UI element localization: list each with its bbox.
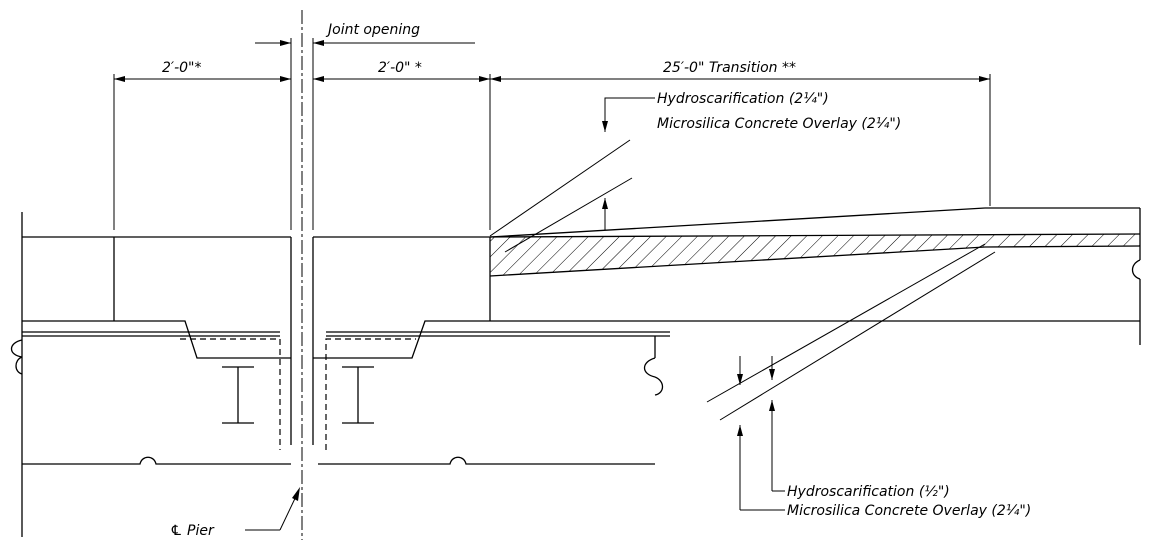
dim-left-label: 2′-0"*	[162, 60, 201, 76]
bottom-overlay-label: Microsilica Concrete Overlay (2¼")	[787, 503, 1031, 519]
pier-label: ℄ Pier	[170, 523, 215, 539]
top-hydroscarification-label: Hydroscarification (2¼")	[657, 91, 829, 107]
joint-opening-label: Joint opening	[325, 22, 420, 38]
bottom-hydroscarification-label: Hydroscarification (½")	[787, 484, 950, 500]
right-deck-segment	[312, 208, 1141, 465]
annotations: Joint opening 2′-0"* 2′-0" * 25′-0" Tran…	[162, 22, 1031, 539]
top-overlay-label: Microsilica Concrete Overlay (2¼")	[657, 116, 901, 132]
overlay-transition	[489, 207, 1141, 277]
dimension-lines	[113, 38, 991, 230]
dim-mid-label: 2′-0" *	[378, 60, 422, 76]
hatched-overlay-region	[490, 234, 1140, 276]
left-deck-segment	[10, 212, 292, 537]
dim-transition-label: 25′-0" Transition **	[663, 60, 796, 76]
leader-lines	[245, 97, 996, 531]
